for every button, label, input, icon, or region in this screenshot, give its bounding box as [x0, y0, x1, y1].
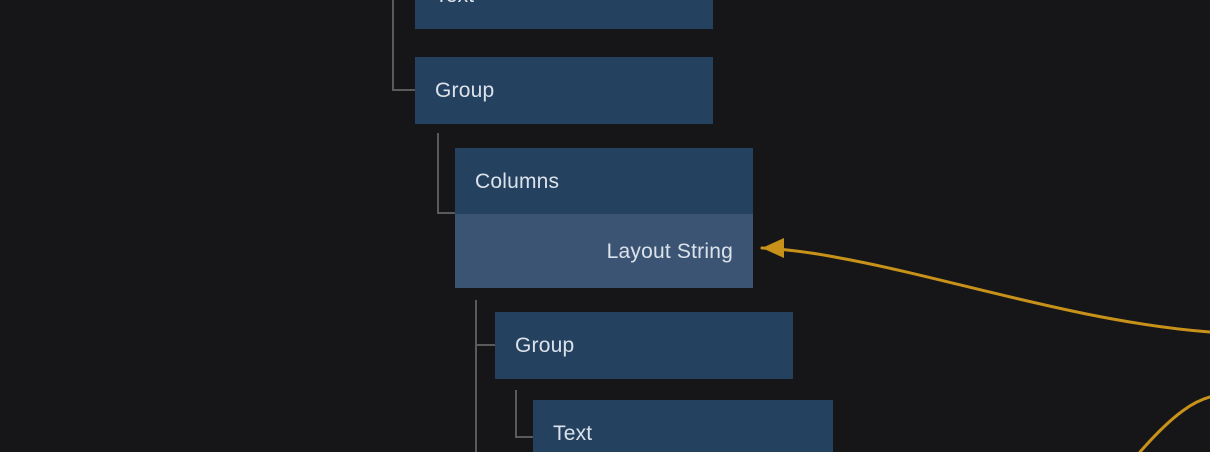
tree-node-label: Text [415, 0, 474, 6]
tree-connector [437, 133, 439, 214]
tree-node-label: Group [515, 334, 575, 357]
tree-connector [392, 89, 415, 91]
annotation-curve [760, 246, 1210, 334]
tree-node-label: Layout String [606, 239, 733, 263]
tree-node-label: Columns [475, 169, 560, 193]
annotation-curve [1138, 395, 1210, 452]
annotation-arrowhead-icon [762, 238, 784, 258]
tree-node-label: Group [435, 79, 495, 102]
tree-connector [437, 212, 455, 214]
tree-connector [515, 390, 517, 438]
tree-node-group-2[interactable]: Group [495, 312, 793, 379]
tree-node-label: Text [553, 422, 593, 445]
tree-connector [475, 300, 477, 452]
tree-node-group-1[interactable]: Group [415, 57, 713, 124]
tree-connector [515, 436, 533, 438]
tree-node-band-columns-header[interactable]: Columns [455, 148, 753, 214]
tree-connector [392, 0, 394, 91]
tree-node-text-top[interactable]: Text [415, 0, 713, 29]
tree-connector [475, 344, 495, 346]
tree-node-text-bottom[interactable]: Text [533, 400, 833, 452]
tree-node-band-layout-string[interactable]: Layout String [455, 214, 753, 288]
